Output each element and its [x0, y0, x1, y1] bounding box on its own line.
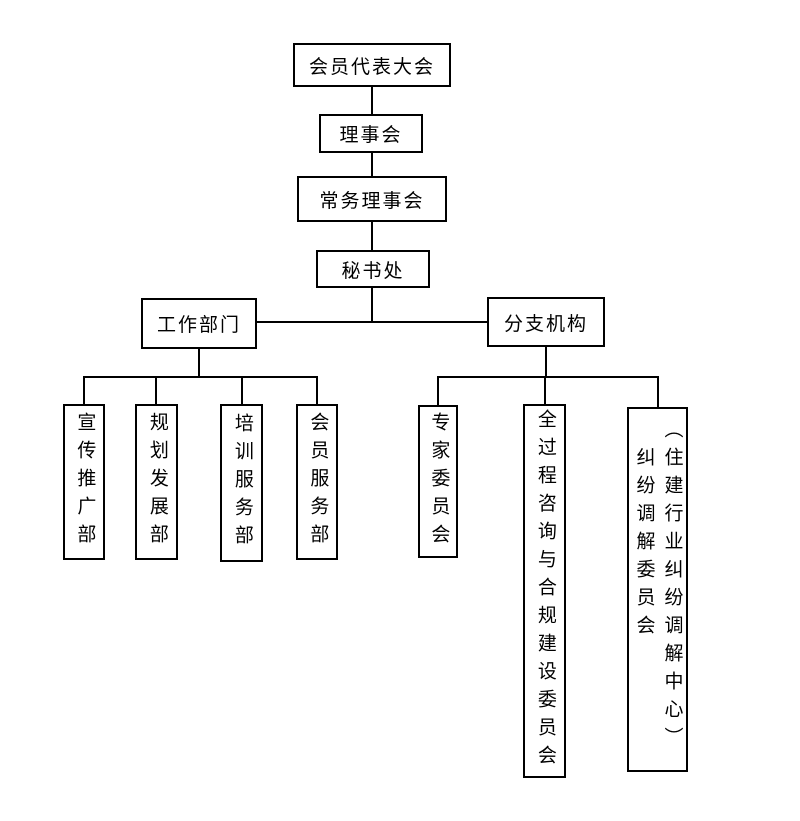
node-dispute-mediation-committee: 纠纷调解委员会 （住建行业纠纷调解中心）	[627, 407, 688, 772]
node-training-service-dept: 培训服务部	[220, 404, 263, 562]
connector-left-bus	[83, 376, 318, 378]
connector-stub-membership	[316, 378, 318, 404]
connector-stub-expert	[437, 378, 439, 405]
node-secretariat: 秘书处	[316, 250, 430, 288]
node-membership-service-dept: 会员服务部	[296, 404, 338, 560]
dispute-mediation-committee-label: 纠纷调解委员会	[633, 447, 655, 643]
node-standing-council: 常务理事会	[297, 176, 447, 222]
member-assembly-label: 会员代表大会	[308, 56, 435, 78]
dispute-mediation-center-label: （住建行业纠纷调解中心）	[661, 419, 683, 755]
connector-main-horizontal	[257, 321, 487, 323]
connector-assembly-council	[371, 87, 373, 114]
council-label: 理事会	[339, 125, 403, 146]
planning-development-dept-label: 规划发展部	[146, 412, 168, 552]
connector-right-bus	[437, 376, 659, 378]
membership-service-dept-label: 会员服务部	[307, 412, 329, 552]
connector-work-departments-drop	[198, 349, 200, 377]
connector-standing-secretariat	[371, 222, 373, 250]
publicity-promotion-dept-label: 宣传推广部	[74, 412, 96, 552]
node-expert-committee: 专家委员会	[418, 405, 458, 558]
standing-council-label: 常务理事会	[319, 190, 425, 212]
connector-stub-publicity	[83, 378, 85, 404]
node-publicity-promotion-dept: 宣传推广部	[63, 404, 105, 560]
expert-committee-label: 专家委员会	[428, 411, 450, 552]
work-departments-label: 工作部门	[156, 315, 241, 336]
connector-branches-drop	[545, 347, 547, 377]
connector-stub-training	[241, 378, 243, 404]
connector-council-standing	[371, 153, 373, 176]
whole-process-committee-label: 全过程咨询与合规建设委员会	[534, 409, 556, 773]
connector-stub-mediation	[657, 378, 659, 407]
training-service-dept-label: 培训服务部	[231, 413, 253, 553]
node-council: 理事会	[319, 114, 423, 153]
connector-stub-planning	[155, 378, 157, 404]
node-member-assembly: 会员代表大会	[293, 43, 451, 87]
node-planning-development-dept: 规划发展部	[135, 404, 178, 560]
branch-organizations-label: 分支机构	[503, 313, 588, 335]
connector-secretariat-drop	[371, 288, 373, 323]
secretariat-label: 秘书处	[341, 260, 405, 282]
connector-stub-whole-process	[544, 378, 546, 404]
node-branch-organizations: 分支机构	[487, 297, 605, 347]
node-whole-process-committee: 全过程咨询与合规建设委员会	[523, 404, 566, 778]
node-work-departments: 工作部门	[141, 298, 257, 349]
